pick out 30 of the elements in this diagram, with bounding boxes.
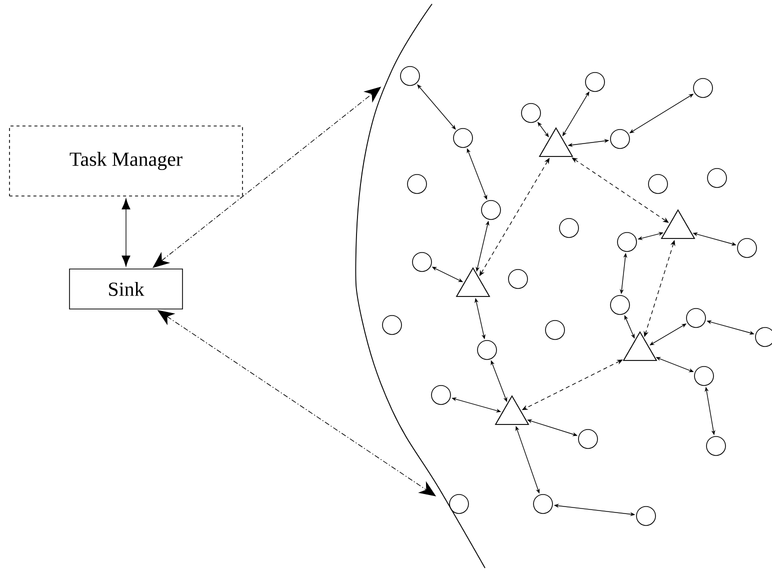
sensor-circle: [481, 200, 501, 220]
sensor-circle: [533, 494, 553, 514]
sensor-circle: [412, 252, 432, 272]
sensor-circle: [382, 315, 402, 335]
sensor-circle: [453, 128, 473, 148]
sensor-circle: [737, 238, 757, 258]
sensor-circle: [508, 269, 528, 289]
arrow: [122, 198, 130, 266]
sensor-circle: [694, 366, 714, 386]
process-box: Sink: [69, 268, 183, 310]
sensor-circle: [648, 174, 668, 194]
sensor-circle: [545, 320, 565, 340]
sensor-circle: [636, 506, 656, 526]
sensor-circle: [578, 429, 598, 449]
dashed-box: Task Manager: [9, 126, 243, 196]
sensor-circle: [585, 72, 605, 92]
sensor-circle: [707, 168, 727, 188]
sensor-circle: [706, 436, 726, 456]
sensor-circle: [477, 340, 497, 360]
sensor-circle: [693, 78, 713, 98]
sensor-circle: [617, 232, 637, 252]
sensor-circle: [686, 308, 706, 328]
sensor-circle: [521, 103, 541, 123]
sensor-circle: [449, 494, 469, 514]
sensor-circle: [559, 218, 579, 238]
sensor-circle: [431, 385, 451, 405]
sensor-circle: [400, 66, 420, 86]
sensor-circle: [610, 129, 630, 149]
sensor-circle: [407, 174, 427, 194]
sensor-circle: [610, 295, 630, 315]
